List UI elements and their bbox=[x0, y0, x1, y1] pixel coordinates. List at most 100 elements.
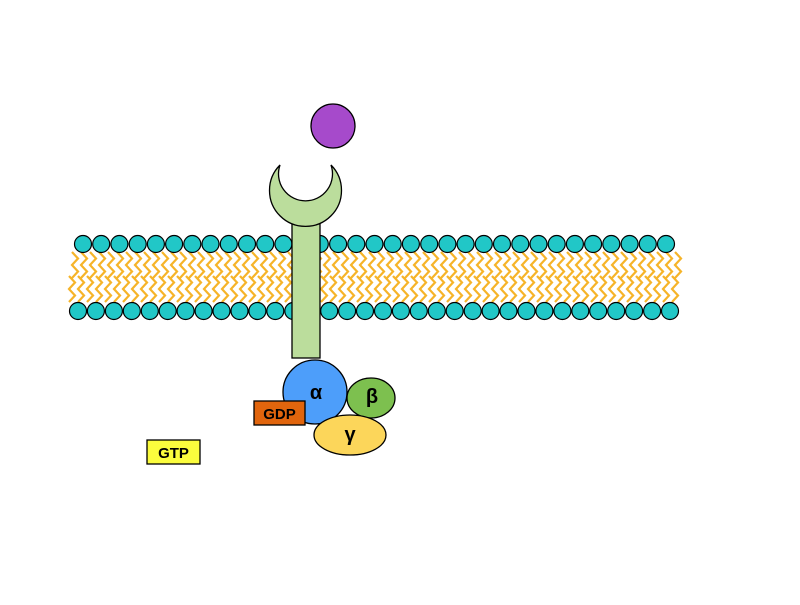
phospholipid-head bbox=[456, 234, 475, 254]
lipid-tail-upper bbox=[151, 251, 161, 279]
lipid-tail-lower bbox=[472, 275, 482, 303]
lipid-tail-lower bbox=[454, 275, 464, 303]
lipid-tail-lower bbox=[166, 275, 176, 303]
phospholipid-head bbox=[110, 234, 129, 254]
phospholipid-head bbox=[355, 301, 375, 321]
lipid-tail-upper bbox=[277, 251, 287, 279]
lipid-tail-upper bbox=[88, 251, 98, 279]
lipid-tail-lower bbox=[544, 275, 554, 303]
lipid-tail-lower bbox=[427, 275, 437, 303]
lipid-tail-lower bbox=[247, 275, 257, 303]
lipid-tail-upper bbox=[520, 251, 530, 279]
phospholipid-head bbox=[274, 234, 293, 254]
phospholipid-head bbox=[219, 234, 238, 254]
lipid-tail-upper bbox=[385, 251, 395, 279]
lipid-tail-lower bbox=[373, 275, 383, 303]
phospholipid-head bbox=[511, 234, 530, 254]
lipid-tail-lower bbox=[598, 275, 608, 303]
lipid-tail-upper bbox=[187, 251, 197, 279]
phospholipid-head bbox=[183, 234, 202, 254]
phospholipid-head bbox=[420, 234, 439, 254]
lipid-tails bbox=[67, 251, 683, 303]
phospholipid-head bbox=[104, 301, 124, 321]
phospholipid-head bbox=[499, 301, 518, 321]
lipid-tail-upper bbox=[664, 251, 674, 279]
beta-subunit bbox=[346, 377, 396, 419]
phospholipid-head bbox=[266, 301, 285, 321]
lipid-tail-lower bbox=[490, 275, 500, 303]
lipid-tail-upper bbox=[394, 251, 404, 279]
phospholipid-head bbox=[212, 301, 231, 321]
lipid-tail-lower bbox=[256, 275, 266, 303]
phospholipid-head bbox=[248, 301, 267, 321]
gamma-subunit bbox=[313, 414, 387, 456]
lipid-tail-upper bbox=[592, 251, 602, 279]
phospholipid-head bbox=[642, 301, 662, 321]
lipid-tail-lower bbox=[481, 275, 491, 303]
lipid-tail-lower bbox=[94, 275, 104, 303]
phospholipid-head bbox=[535, 301, 554, 321]
lipid-tail-upper bbox=[79, 251, 89, 279]
lipid-tail-upper bbox=[205, 251, 215, 279]
phospholipid-head bbox=[122, 301, 141, 321]
lipid-tail-lower bbox=[418, 275, 428, 303]
lipid-tail-upper bbox=[403, 251, 413, 279]
lipid-tail-lower bbox=[616, 275, 626, 303]
lipid-tail-upper bbox=[169, 251, 179, 279]
lipid-tail-upper bbox=[349, 251, 359, 279]
lipid-tail-upper bbox=[259, 251, 269, 279]
phospholipid-head bbox=[529, 234, 548, 254]
phospholipid-head bbox=[391, 301, 410, 321]
lipid-tail-upper bbox=[439, 251, 449, 279]
lipid-tail-upper bbox=[448, 251, 458, 279]
phospholipid-head bbox=[607, 301, 626, 321]
phospholipid-head bbox=[571, 301, 590, 321]
lipid-tail-upper bbox=[556, 251, 566, 279]
lipid-tail-upper bbox=[70, 251, 80, 279]
lipid-tail-upper bbox=[160, 251, 170, 279]
lipid-tail-lower bbox=[382, 275, 392, 303]
lipid-tail-lower bbox=[238, 275, 248, 303]
receptor bbox=[268, 164, 343, 359]
lipid-tail-upper bbox=[502, 251, 512, 279]
phospholipid-head bbox=[92, 234, 111, 254]
lipid-tail-lower bbox=[211, 275, 221, 303]
phospholipid-head bbox=[656, 234, 676, 254]
gtp-label: GTP bbox=[158, 445, 189, 462]
phospholipid-head bbox=[68, 301, 88, 321]
lipid-tail-lower bbox=[346, 275, 356, 303]
lipid-tail-upper bbox=[538, 251, 548, 279]
phospholipid-head bbox=[660, 301, 680, 321]
lipid-tail-lower bbox=[76, 275, 86, 303]
lipid-tail-lower bbox=[445, 275, 455, 303]
lipid-tail-upper bbox=[493, 251, 503, 279]
lipid-tail-upper bbox=[646, 251, 656, 279]
gamma-subunit-label: γ bbox=[344, 424, 356, 446]
lipid-tail-lower bbox=[157, 275, 167, 303]
lipid-tail-upper bbox=[196, 251, 206, 279]
phospholipid-head bbox=[481, 301, 500, 321]
lipid-tail-lower bbox=[661, 275, 671, 303]
lipid-tail-lower bbox=[517, 275, 527, 303]
gdp-box: GDP bbox=[253, 400, 306, 426]
lipid-tail-lower bbox=[553, 275, 563, 303]
lipid-tail-lower bbox=[391, 275, 401, 303]
lipid-tail-lower bbox=[634, 275, 644, 303]
lipid-tail-upper bbox=[457, 251, 467, 279]
lipid-tail-upper bbox=[331, 251, 341, 279]
lipid-tail-upper bbox=[241, 251, 251, 279]
phospholipid-head bbox=[237, 234, 257, 254]
lipid-tail-lower bbox=[643, 275, 653, 303]
lipid-tail-upper bbox=[340, 251, 350, 279]
lipid-tail-lower bbox=[139, 275, 149, 303]
lipid-tail-upper bbox=[430, 251, 440, 279]
phospholipid-head bbox=[256, 234, 275, 254]
inner-leaflet-heads bbox=[68, 301, 680, 321]
lipid-tail-upper bbox=[232, 251, 242, 279]
phospholipid-head bbox=[463, 301, 482, 321]
lipid-tail-upper bbox=[511, 251, 521, 279]
ligand bbox=[310, 103, 356, 149]
lipid-tail-upper bbox=[421, 251, 431, 279]
lipid-tail-lower bbox=[184, 275, 194, 303]
